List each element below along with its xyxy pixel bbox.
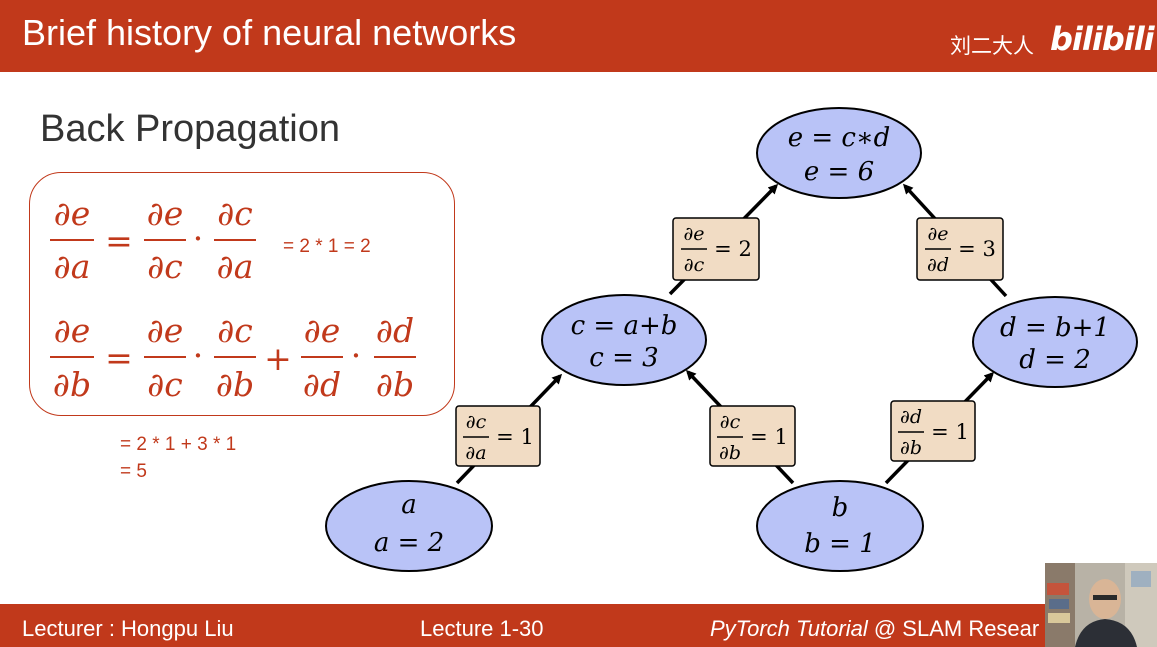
eq2-equals: = xyxy=(105,338,133,377)
eq2-t4-num: ∂d xyxy=(376,311,414,350)
eq2-t1-den: ∂c xyxy=(147,365,183,404)
edge-label-value: = 1 xyxy=(496,425,534,449)
lecture-number: Lecture 1-30 xyxy=(420,616,544,641)
edge-label-value: = 2 xyxy=(714,237,752,261)
chain-rule-equation-a: ∂e ∂a = ∂e ∂c · ∂c ∂a xyxy=(50,194,256,286)
author-brand: 刘二大人 xyxy=(950,34,1034,58)
edge-label-box xyxy=(890,400,976,462)
node-expr: b xyxy=(832,493,849,523)
eq2-t2-num: ∂c xyxy=(217,311,253,350)
node-d: d = b+1 d = 2 xyxy=(972,296,1138,388)
edge-label-den: ∂b xyxy=(719,442,741,464)
edge-label-box xyxy=(672,217,760,281)
node-value: b = 1 xyxy=(804,529,876,559)
edge-label-num: ∂c xyxy=(466,411,487,433)
node-e: e = c∗d e = 6 xyxy=(756,107,922,199)
edge-label-value: = 1 xyxy=(931,420,969,444)
webcam-overlay xyxy=(1045,563,1157,647)
eq2-dot-2: · xyxy=(351,336,362,375)
edge-label-dd-db: ∂d ∂b = 1 xyxy=(890,400,976,462)
edge-label-den: ∂d xyxy=(927,254,949,276)
eq1-dot: · xyxy=(193,219,204,258)
slide-header: Brief history of neural networks 刘二大人 bi… xyxy=(0,0,1157,72)
node-value: a = 2 xyxy=(374,528,444,558)
edge-label-box xyxy=(455,405,541,467)
slide-title: Brief history of neural networks xyxy=(22,12,517,53)
chain-rule-equation-b: ∂e ∂b = ∂e ∂c · ∂c ∂b + ∂e ∂d · ∂d ∂b xyxy=(50,311,416,404)
eq2-dot-1: · xyxy=(193,336,204,375)
node-ellipse xyxy=(541,294,707,386)
eq1-t1-num: ∂e xyxy=(147,194,184,233)
node-b: b b = 1 xyxy=(756,480,924,572)
course-affiliation: @ SLAM Resear xyxy=(867,616,1040,641)
bilibili-logo-icon: bilibili xyxy=(1050,20,1155,58)
eq2-result-line2: = 5 xyxy=(120,461,147,482)
slide-footer: Lecturer : Hongpu Liu Lecture 1-30 PyTor… xyxy=(0,604,1157,647)
node-expr: c = a+b xyxy=(571,311,678,341)
node-expr: e = c∗d xyxy=(788,123,891,153)
edge-label-dc-db: ∂c ∂b = 1 xyxy=(709,405,796,467)
node-value: d = 2 xyxy=(1019,345,1091,375)
edge-label-value: = 1 xyxy=(750,425,788,449)
edge-label-den: ∂b xyxy=(900,437,922,459)
course-label: PyTorch Tutorial @ SLAM Resear xyxy=(710,616,1045,642)
edge-label-den: ∂c xyxy=(684,254,705,276)
eq2-t2-den: ∂b xyxy=(216,365,254,404)
edge-label-de-dc: ∂e ∂c = 2 xyxy=(672,217,760,281)
node-expr: a xyxy=(401,490,417,520)
node-ellipse xyxy=(325,480,493,572)
eq2-result-line1: = 2 * 1 + 3 * 1 xyxy=(120,434,237,455)
eq2-t3-num: ∂e xyxy=(304,311,341,350)
node-value: e = 6 xyxy=(804,157,874,187)
eq1-lhs-den: ∂a xyxy=(54,247,91,286)
edge-label-de-dd: ∂e ∂d = 3 xyxy=(916,217,1004,281)
lecturer-label: Lecturer : Hongpu Liu xyxy=(22,616,234,641)
node-ellipse xyxy=(756,107,922,199)
node-ellipse xyxy=(972,296,1138,388)
edge-label-box xyxy=(709,405,796,467)
edge-label-den: ∂a xyxy=(465,442,486,464)
node-a: a a = 2 xyxy=(325,480,493,572)
eq1-t2-den: ∂a xyxy=(217,247,254,286)
node-ellipse xyxy=(756,480,924,572)
edge-label-num: ∂e xyxy=(683,223,704,245)
edge-label-num: ∂d xyxy=(900,406,922,428)
section-title: Back Propagation xyxy=(40,108,340,150)
node-expr: d = b+1 xyxy=(1000,313,1110,343)
node-c: c = a+b c = 3 xyxy=(541,294,707,386)
edge-label-dc-da: ∂c ∂a = 1 xyxy=(455,405,541,467)
node-value: c = 3 xyxy=(589,343,658,373)
edge-label-num: ∂c xyxy=(720,411,741,433)
eq2-lhs-num: ∂e xyxy=(54,311,91,350)
eq2-t4-den: ∂b xyxy=(376,365,414,404)
edge-label-num: ∂e xyxy=(927,223,948,245)
edge-label-box xyxy=(916,217,1004,281)
eq2-plus: + xyxy=(264,339,292,378)
eq2-t1-num: ∂e xyxy=(147,311,184,350)
eq2-t3-den: ∂d xyxy=(303,365,341,404)
eq1-t1-den: ∂c xyxy=(147,247,183,286)
eq1-t2-num: ∂c xyxy=(217,194,253,233)
eq1-lhs-num: ∂e xyxy=(54,194,91,233)
edge-label-value: = 3 xyxy=(958,237,996,261)
eq2-lhs-den: ∂b xyxy=(53,365,91,404)
eq1-result: = 2 * 1 = 2 xyxy=(283,236,371,257)
eq1-equals: = xyxy=(105,221,133,260)
formula-box xyxy=(29,172,455,416)
course-title: PyTorch Tutorial xyxy=(710,616,868,641)
